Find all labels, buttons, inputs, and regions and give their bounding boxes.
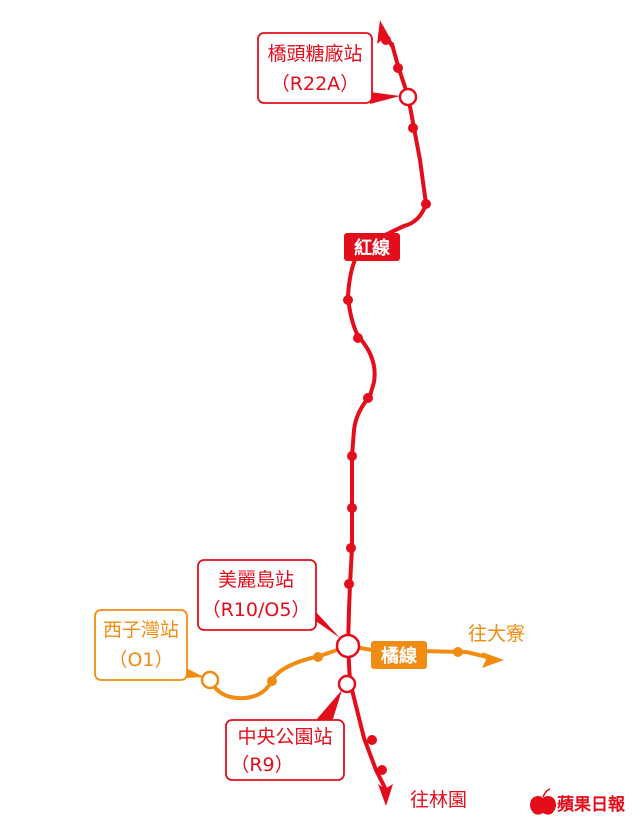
- red-line-route: [346, 42, 428, 792]
- south-arrow-icon: [378, 784, 393, 806]
- red-station-dot: [381, 35, 391, 45]
- red-station-dot: [421, 199, 431, 209]
- red-station-dot: [367, 735, 377, 745]
- formosa-name: 美麗島站: [218, 569, 294, 591]
- red-line-label-text: 紅線: [354, 237, 390, 259]
- red-station-dots: [343, 35, 431, 775]
- red-station-dot: [346, 543, 356, 553]
- qiaotou-code: （R22A）: [271, 73, 359, 95]
- central-park-name: 中央公園站: [237, 726, 332, 748]
- sizihwan-code: （O1）: [108, 649, 173, 671]
- brand-logo: 蘋果日報: [530, 788, 626, 815]
- callout-qiaotou: 橋頭糖廠站 （R22A）: [257, 32, 400, 104]
- orange-line-label: 橘線: [371, 641, 427, 669]
- red-station-dot: [393, 63, 403, 73]
- station-marker-formosa[interactable]: [335, 633, 361, 659]
- orange-station-dots: [267, 647, 463, 686]
- formosa-code: （R10/O5）: [202, 599, 311, 621]
- sizihwan-name: 西子灣站: [103, 619, 179, 641]
- qiaotou-name: 橋頭糖廠站: [267, 42, 362, 65]
- apple-logo-icon: [530, 796, 556, 815]
- station-marker-central-park[interactable]: [337, 674, 357, 694]
- red-station-dot: [343, 295, 353, 305]
- orange-station-dot: [313, 652, 323, 662]
- east-arrow-icon: [482, 652, 504, 668]
- brand-name: 蘋果日報: [557, 794, 626, 815]
- central-park-code: （R9）: [230, 754, 293, 776]
- station-marker-sizihwan[interactable]: [200, 670, 220, 690]
- orange-station-dot: [267, 676, 277, 686]
- red-station-dot: [408, 123, 418, 133]
- orange-station-dot: [453, 647, 463, 657]
- direction-linyuan: 往林園: [410, 789, 467, 811]
- red-station-dot: [377, 765, 387, 775]
- red-station-dot: [347, 503, 357, 513]
- callout-central-park: 中央公園站 （R9）: [225, 690, 345, 781]
- red-station-dot: [347, 451, 357, 461]
- orange-line-label-text: 橘線: [380, 645, 417, 667]
- callout-formosa: 美麗島站 （R10/O5）: [197, 559, 340, 638]
- station-marker-qiaotou[interactable]: [398, 87, 418, 107]
- red-station-dot: [353, 333, 363, 343]
- red-line-label: 紅線: [344, 233, 400, 261]
- direction-daliao: 往大寮: [468, 623, 525, 645]
- callout-sizihwan: 西子灣站 （O1）: [94, 609, 204, 681]
- red-station-dot: [344, 579, 354, 589]
- red-station-dot: [363, 393, 373, 403]
